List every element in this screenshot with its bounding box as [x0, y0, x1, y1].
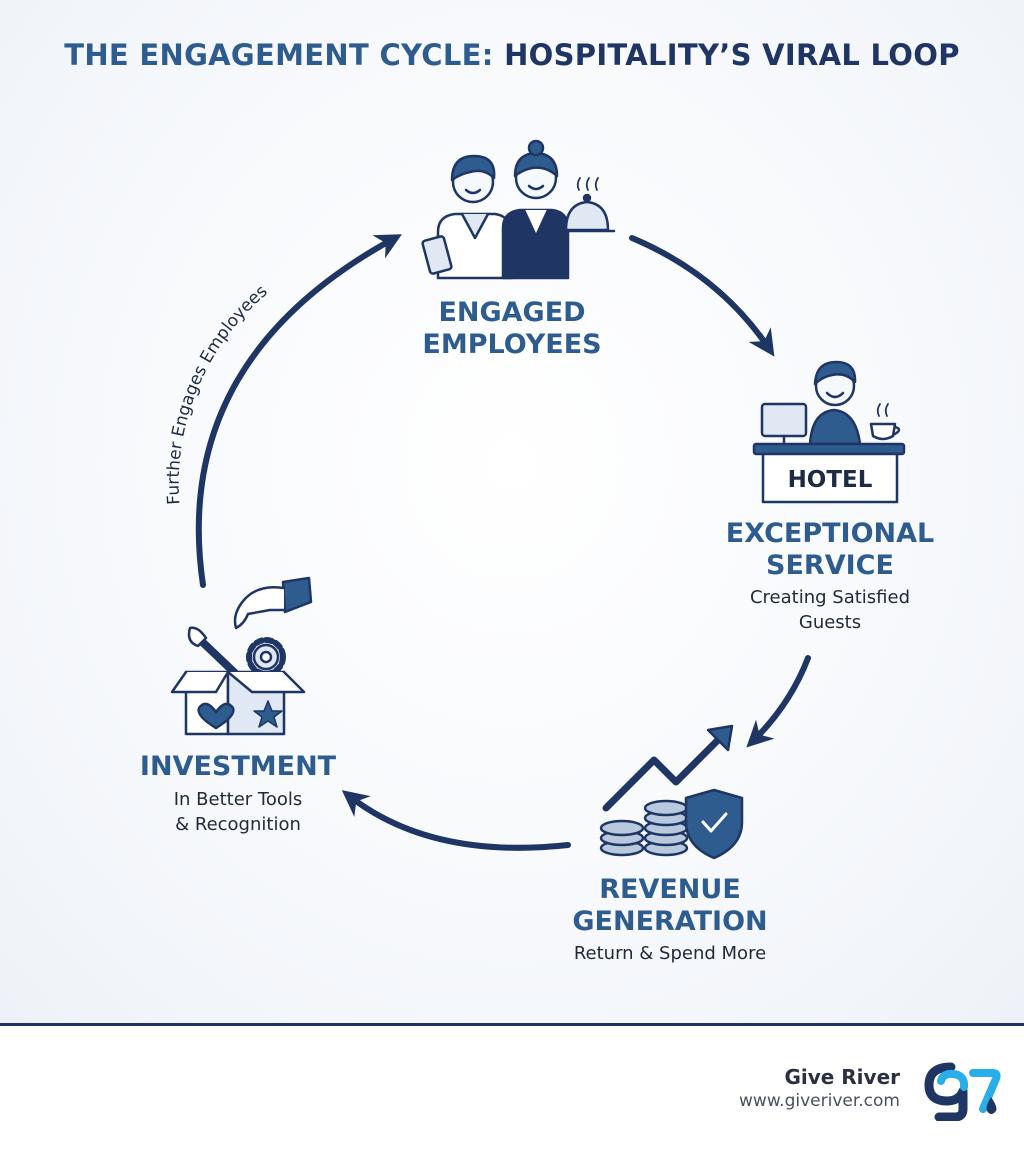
node-exceptional-service: EXCEPTIONAL SERVICE — [710, 518, 950, 582]
footer-divider — [0, 1023, 1024, 1026]
hotel-sign-text: HOTEL — [788, 467, 873, 493]
investment-subtitle: In Better Tools & Recognition — [118, 787, 358, 837]
node-revenue-generation: REVENUE GENERATION — [550, 874, 790, 938]
arrow-revenue-to-investment — [341, 790, 571, 851]
title-part1: THE ENGAGEMENT CYCLE: — [64, 38, 494, 72]
cycle-diagram: Further Engages Employees — [164, 139, 906, 860]
service-sub1: Creating Satisfied — [749, 587, 911, 608]
node-engaged-employees: ENGAGED EMPLOYEES — [392, 297, 632, 361]
investment-box-icon — [170, 576, 313, 736]
revenue-line1: REVENUE — [599, 874, 741, 905]
investment-sub2: & Recognition — [175, 814, 301, 835]
hotel-desk-icon — [752, 360, 906, 504]
arrow-service-to-revenue — [746, 655, 811, 748]
service-line1: EXCEPTIONAL — [725, 518, 935, 549]
give-river-logo — [924, 1062, 1001, 1121]
engaged-line1: ENGAGED — [438, 297, 586, 328]
brand-name: Give River — [784, 1065, 900, 1089]
employees-icon — [421, 139, 616, 280]
brand-url: www.giveriver.com — [739, 1091, 900, 1111]
investment-sub1: In Better Tools — [173, 789, 303, 810]
page-title: THE ENGAGEMENT CYCLE: HOSPITALITY’S VIRA… — [0, 38, 1024, 72]
revenue-line2: GENERATION — [572, 906, 768, 937]
service-subtitle: Creating Satisfied Guests — [710, 585, 950, 635]
arrow-employees-to-service — [629, 235, 775, 357]
revenue-subtitle: Return & Spend More — [550, 941, 790, 966]
arc-label: Further Engages Employees — [164, 281, 272, 505]
service-sub2: Guests — [798, 612, 862, 633]
arrow-investment-to-employees — [195, 234, 402, 588]
revenue-sub1: Return & Spend More — [573, 943, 767, 964]
node-investment: INVESTMENT — [118, 751, 358, 783]
engaged-line2: EMPLOYEES — [422, 329, 602, 360]
title-part2: HOSPITALITY’S VIRAL LOOP — [504, 38, 960, 72]
service-line2: SERVICE — [766, 550, 894, 581]
investment-line1: INVESTMENT — [139, 751, 337, 782]
diagram-canvas — [0, 0, 1024, 1025]
revenue-icon — [599, 724, 744, 860]
